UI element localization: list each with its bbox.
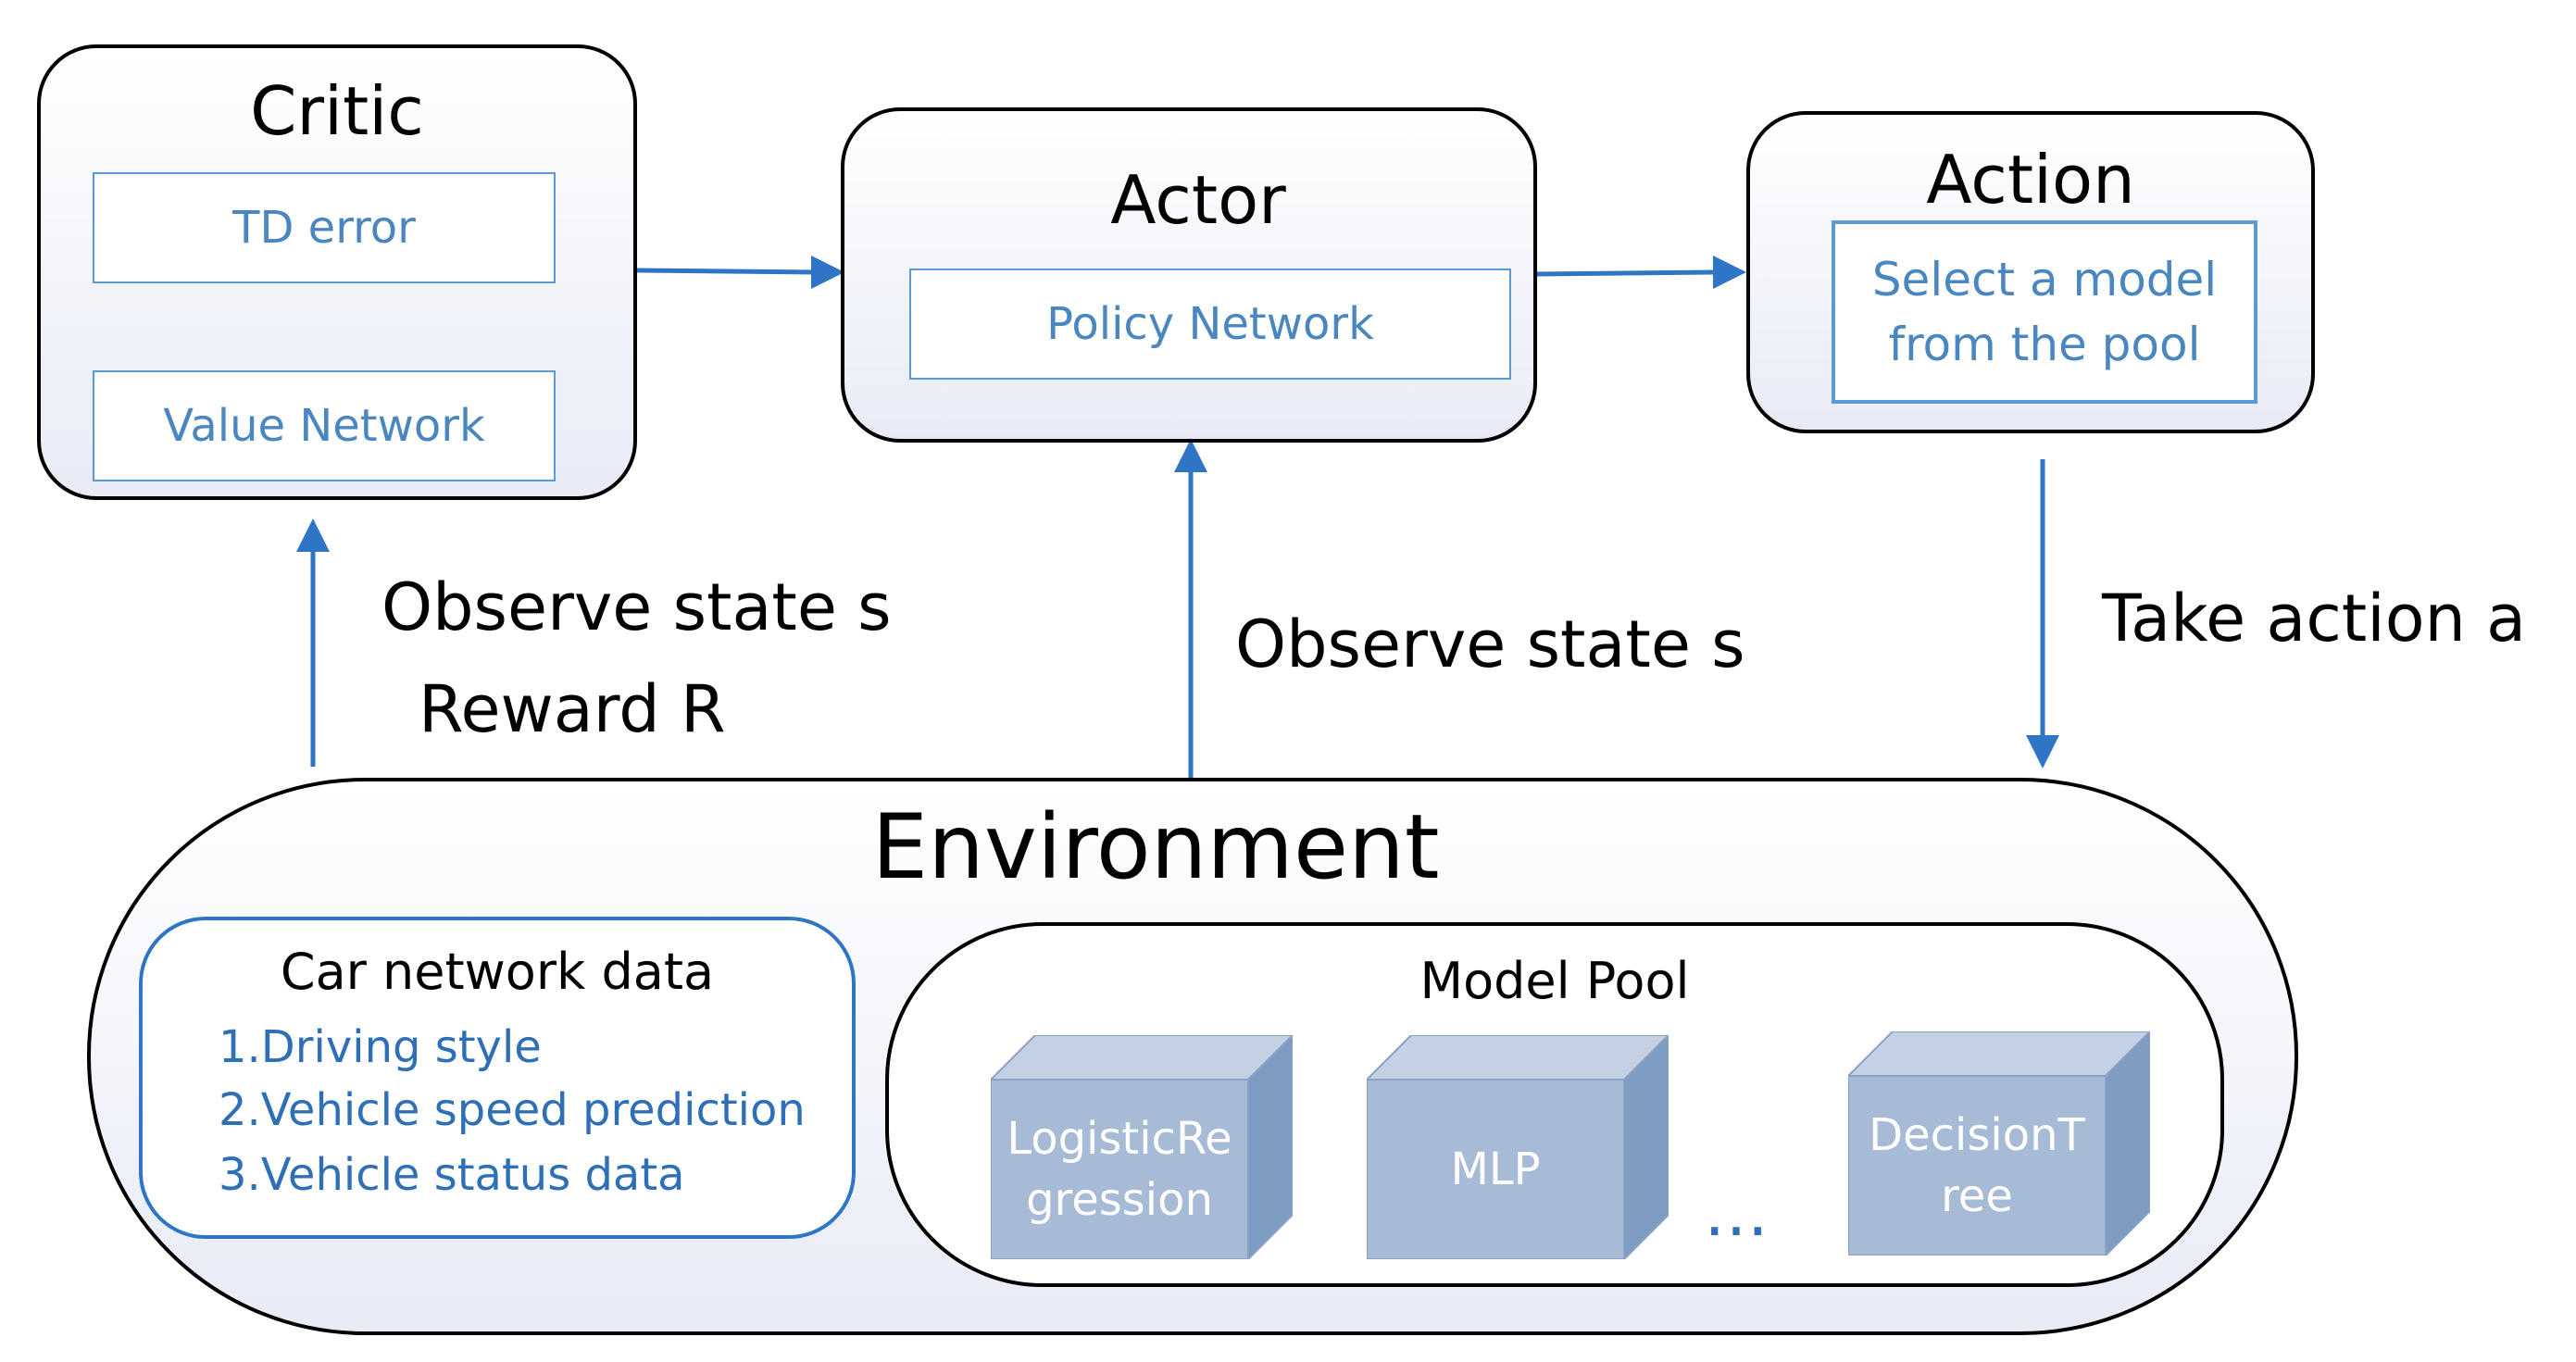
critic-title: Critic [250, 72, 424, 150]
select-model-line1: Select a model [1871, 253, 2218, 306]
car-data-box: Car network data 1.Driving style 2.Vehic… [139, 917, 856, 1239]
policy-network-box: Policy Network [909, 269, 1511, 380]
critic-reward-label: Reward R [419, 671, 726, 747]
model-cube-logistic-regression: LogisticRe gression [991, 1035, 1293, 1259]
action-box: Action Select a model from the pool [1746, 111, 2315, 433]
action-title: Action [1926, 141, 2135, 219]
td-error-label: TD error [232, 202, 416, 254]
model-pool-ellipsis: … [1704, 1175, 1769, 1251]
actor-observe-label: Observe state s [1235, 606, 1745, 682]
model-cube-decision-tree: DecisionT ree [1848, 1031, 2150, 1256]
actor-title: Actor [1110, 161, 1286, 239]
arrow-action-to-env [2026, 459, 2059, 768]
model-label: DecisionT ree [1848, 1076, 2106, 1256]
model-label-line1: DecisionT [1869, 1109, 2085, 1161]
select-model-box: Select a model from the pool [1832, 220, 2257, 404]
model-cube-mlp: MLP [1367, 1035, 1669, 1259]
model-label: LogisticRe gression [991, 1080, 1248, 1259]
car-data-title: Car network data [280, 943, 715, 1001]
model-pool-title: Model Pool [1419, 952, 1690, 1010]
arrow-env-to-actor [1174, 439, 1207, 778]
arrow-actor-to-action [1536, 256, 1746, 289]
environment-box: Environment Car network data 1.Driving s… [87, 778, 2298, 1335]
arrow-env-to-critic [296, 519, 330, 767]
model-label-line1: MLP [1450, 1143, 1541, 1195]
car-data-item-3: 3.Vehicle status data [219, 1149, 685, 1201]
model-label-line2: gression [1026, 1174, 1213, 1226]
critic-box: Critic TD error Value Network [37, 44, 637, 500]
value-network-box: Value Network [93, 370, 556, 481]
td-error-box: TD error [93, 172, 556, 283]
value-network-label: Value Network [163, 400, 485, 452]
policy-network-label: Policy Network [1046, 298, 1374, 350]
critic-observe-label: Observe state s [381, 569, 892, 645]
car-data-item-1: 1.Driving style [219, 1021, 542, 1073]
actor-box: Actor Policy Network [841, 107, 1537, 443]
model-pool-box: Model Pool LogisticRe gression MLP [885, 922, 2224, 1287]
car-data-item-2: 2.Vehicle speed prediction [219, 1084, 806, 1136]
cube-shape [991, 1035, 1293, 1259]
cube-shape [1848, 1031, 2150, 1256]
model-label-line1: LogisticRe [1007, 1113, 1232, 1165]
take-action-label: Take action a [2102, 581, 2527, 656]
model-label-line2: ree [1941, 1170, 2013, 1222]
arrow-critic-to-actor [636, 256, 844, 289]
model-label: MLP [1367, 1080, 1624, 1259]
cube-shape [1367, 1035, 1669, 1259]
select-model-line2: from the pool [1888, 318, 2201, 371]
environment-title: Environment [871, 795, 1440, 899]
